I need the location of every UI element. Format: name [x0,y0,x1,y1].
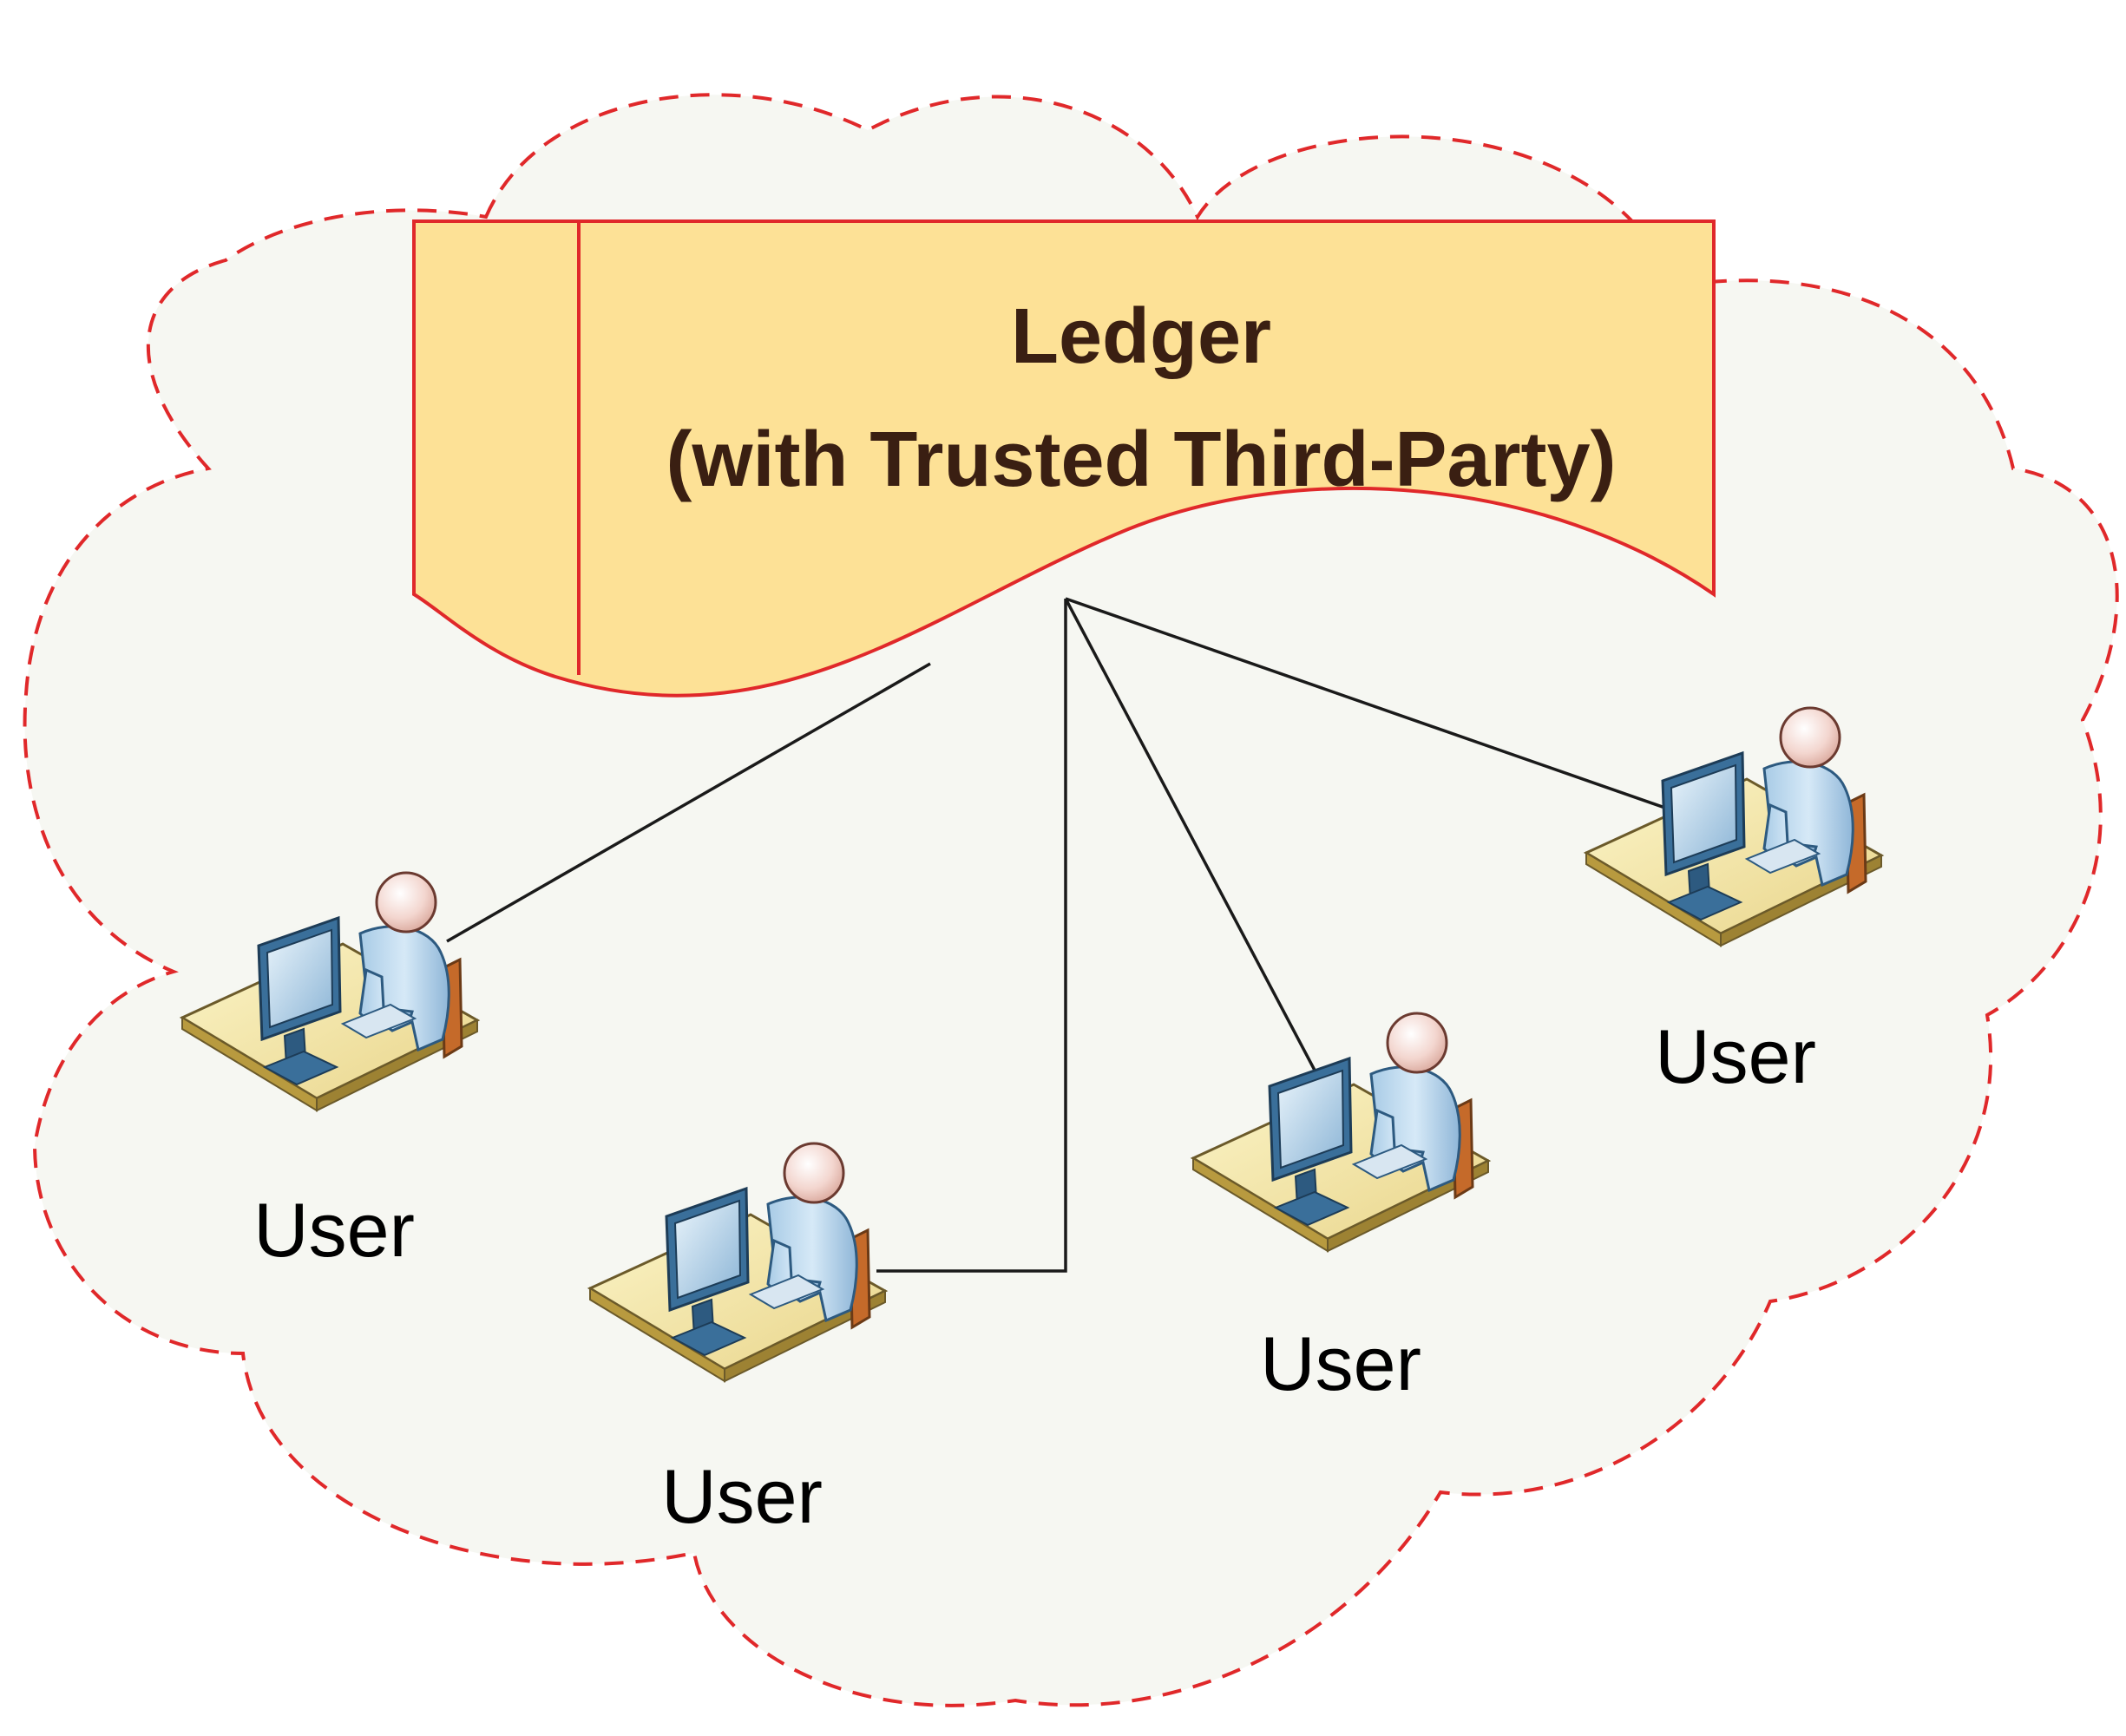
user-label: User [1655,1013,1816,1099]
user-node-3: User [1191,1012,1490,1406]
connector-user-3 [1064,598,1329,1096]
user-node-4: User [1585,706,1883,1099]
connector-lines [446,597,1676,1273]
user-label: User [661,1453,823,1539]
ledger-shape [412,219,1716,698]
ledger-title: Ledger [1011,293,1271,380]
user-label: User [1260,1320,1421,1406]
user-node-2: User [588,1142,887,1539]
ledger-subtitle: (with Trusted Third-Party) [666,416,1616,503]
connector-user-1 [446,662,931,943]
ledger-box: Ledger (with Trusted Third-Party) [412,219,1716,698]
connector-user-4 [1065,597,1676,813]
user-label: User [253,1187,415,1273]
user-node-1: User [180,871,479,1273]
connector-user-2 [876,599,1067,1273]
